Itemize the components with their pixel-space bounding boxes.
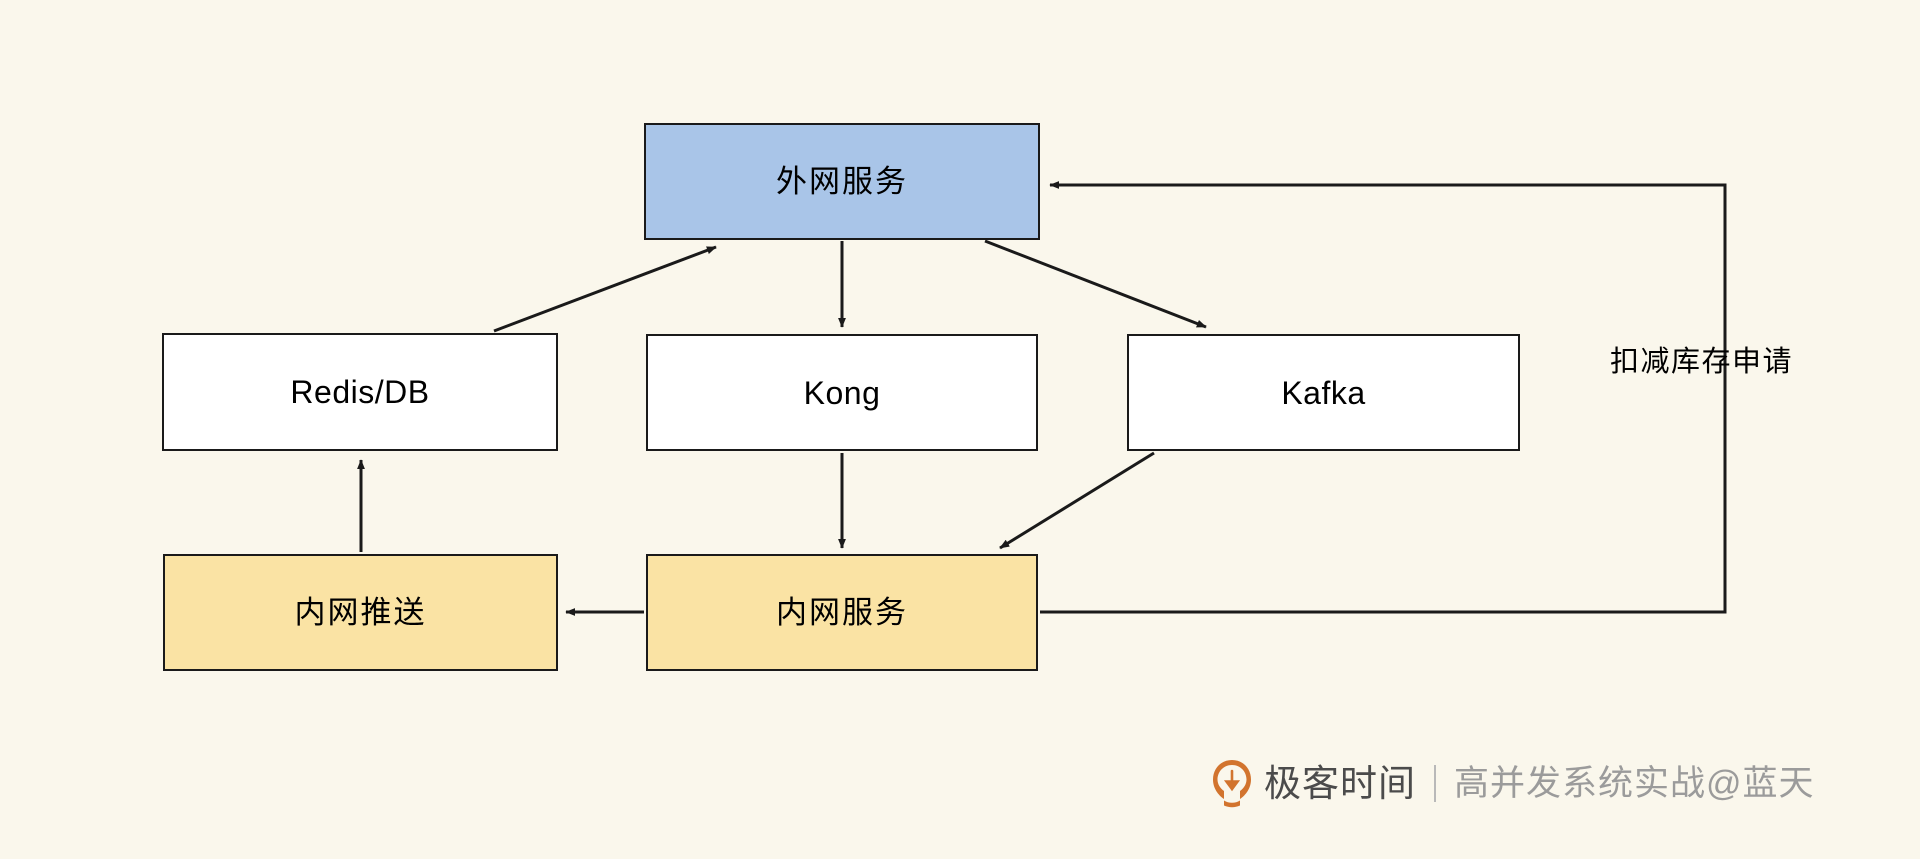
watermark-separator	[1434, 764, 1436, 802]
geekbang-logo-icon	[1213, 760, 1251, 808]
watermark-course: 高并发系统实战@蓝天	[1454, 763, 1815, 803]
node-external-service-label: 外网服务	[776, 164, 908, 199]
node-kong[interactable]: Kong	[646, 334, 1038, 451]
edge-internal-service-to-external-service-feedback	[1040, 181, 1727, 614]
edge-label-deduct-stock-request: 扣减库存申请	[1610, 346, 1794, 378]
node-kafka-label: Kafka	[1281, 374, 1366, 411]
node-internal-push[interactable]: 内网推送	[163, 554, 558, 671]
node-internal-push-label: 内网推送	[294, 595, 427, 630]
edge-external-service-to-kafka	[984, 239, 1207, 329]
node-redis-db[interactable]: Redis/DB	[162, 333, 558, 451]
edge-kafka-to-internal-service	[999, 451, 1155, 550]
node-kong-label: Kong	[803, 374, 881, 411]
node-internal-service[interactable]: 内网服务	[646, 554, 1038, 671]
watermark: 极客时间 高并发系统实战@蓝天	[1206, 757, 1815, 809]
node-kafka[interactable]: Kafka	[1127, 334, 1520, 451]
node-redis-db-label: Redis/DB	[290, 374, 430, 410]
node-external-service[interactable]: 外网服务	[644, 123, 1040, 240]
watermark-brand: 极客时间	[1264, 762, 1416, 804]
edge-redis-db-to-external-service	[493, 245, 717, 333]
node-internal-service-label: 内网服务	[776, 595, 908, 630]
